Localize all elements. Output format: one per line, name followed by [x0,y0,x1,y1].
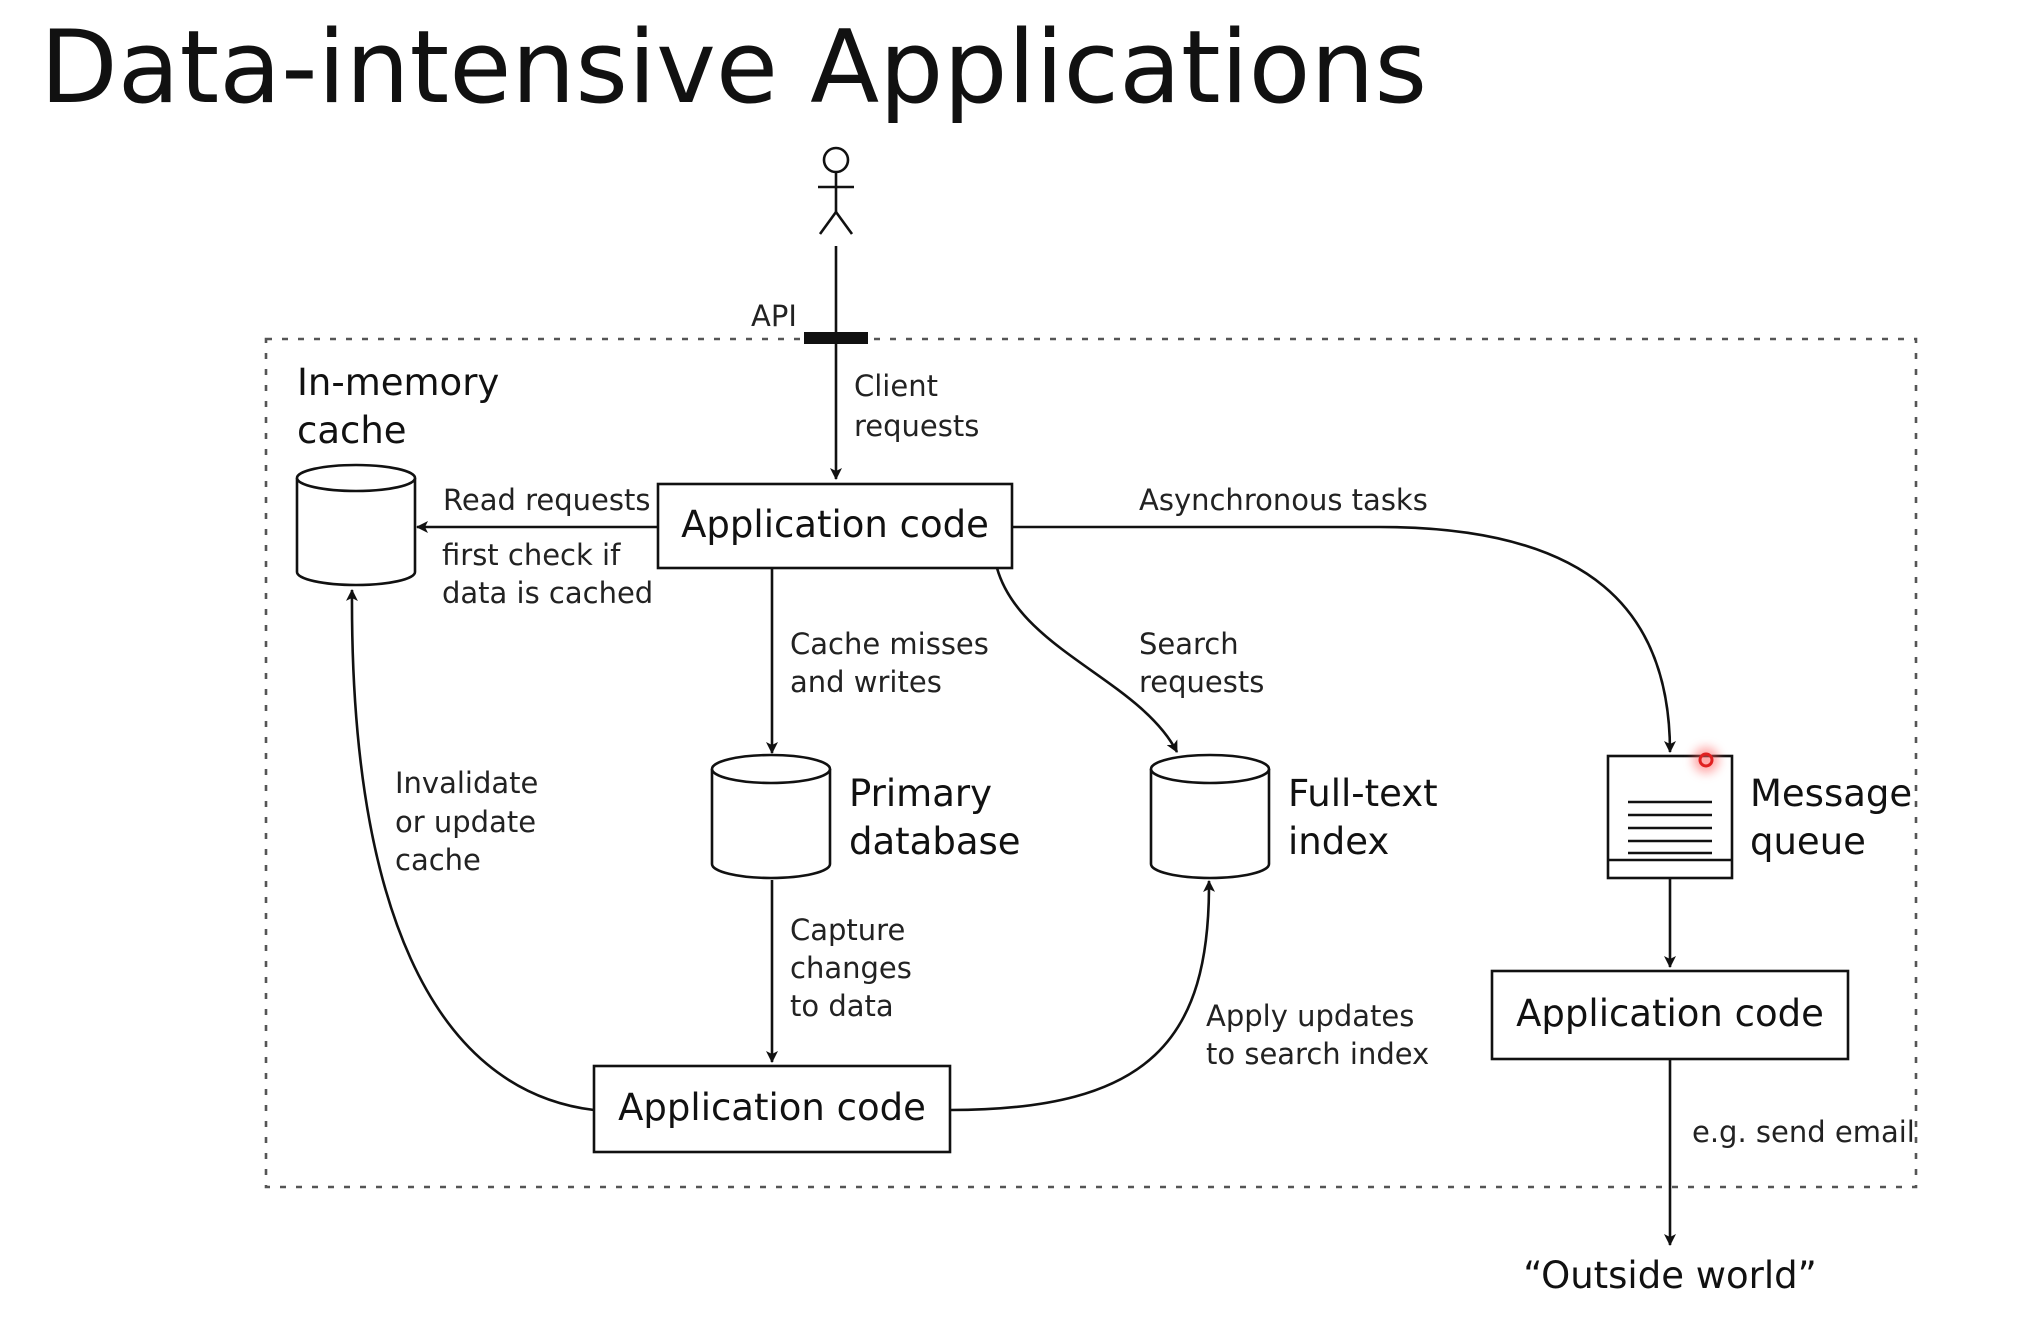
app-code-top-box [656,482,1014,570]
app-code-bottom-label: Application code [618,1086,926,1129]
message-queue-icon [1606,754,1734,880]
user-icon [818,146,854,235]
primary-db-label-1: Primary [849,772,992,815]
search-requests-label-1: Search [1139,627,1239,661]
capture-label-2: changes [790,951,912,985]
async-tasks-arrow [1012,525,1676,753]
first-check-label-2: data is cached [442,576,653,610]
mq-label-1: Message [1750,772,1912,815]
first-check-label-1: first check if [442,538,621,572]
async-tasks-label: Asynchronous tasks [1139,483,1428,517]
slide-title: Data-intensive Applications [40,8,1427,126]
capture-label-1: Capture [790,913,905,947]
capture-label-3: to data [790,989,894,1023]
apply-updates-label-1: Apply updates [1206,999,1414,1033]
apply-updates-arrow [949,880,1216,1112]
search-requests-arrow [995,567,1179,753]
api-bar [804,332,868,344]
client-requests-label-2: requests [854,409,979,443]
apply-updates-label-2: to search index [1206,1037,1429,1071]
cache-database-icon [295,463,417,587]
app-code-right-label: Application code [1516,992,1824,1035]
mq-label-2: queue [1750,820,1866,863]
cache-misses-label-2: and writes [790,665,942,699]
app-code-top-label: Application code [681,503,989,546]
outside-world-label: “Outside world” [1523,1254,1817,1297]
invalidate-cache-arrow [345,589,595,1112]
invalidate-label-3: cache [395,843,481,877]
client-requests-label-1: Client [854,369,938,403]
fulltext-label-2: index [1288,820,1389,863]
pointer-dot-icon [1693,747,1719,773]
cache-misses-label-1: Cache misses [790,627,989,661]
cache-label-2: cache [297,409,407,452]
fulltext-label-1: Full-text [1288,772,1438,815]
api-label: API [751,299,797,333]
read-requests-label: Read requests [443,483,650,517]
send-email-label: e.g. send email [1692,1115,1915,1149]
cache-label-1: In-memory [297,361,499,404]
search-requests-label-2: requests [1139,665,1264,699]
primary-database-icon [710,753,832,880]
invalidate-label-2: or update [395,805,536,839]
fulltext-index-icon [1149,753,1271,880]
invalidate-label-1: Invalidate [395,766,538,800]
primary-db-label-2: database [849,820,1021,863]
